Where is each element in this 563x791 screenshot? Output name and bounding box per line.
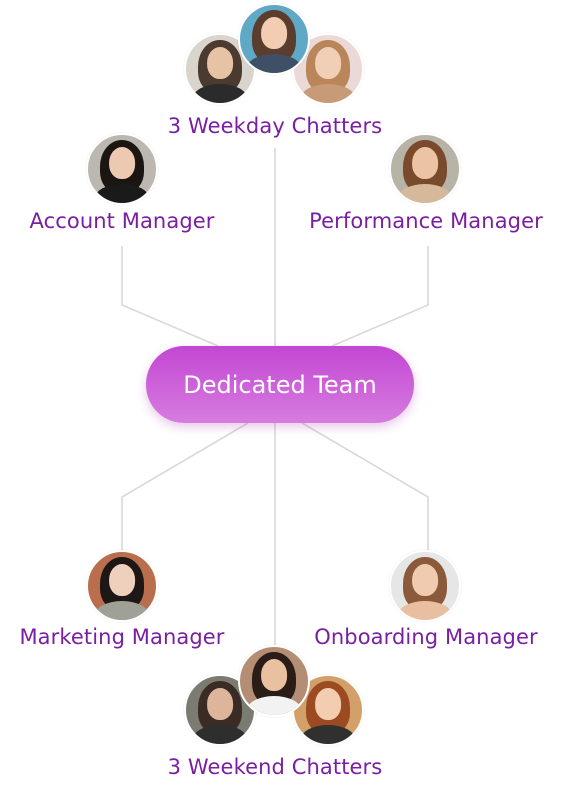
performance-manager-label: Performance Manager bbox=[309, 209, 543, 233]
onboarding-manager-label: Onboarding Manager bbox=[314, 625, 538, 649]
connector-marketing bbox=[121, 422, 249, 550]
marketing-manager-avatar bbox=[86, 550, 158, 622]
onboarding-manager-avatar bbox=[389, 550, 461, 622]
performance-manager-avatar bbox=[389, 133, 461, 205]
weekend-chatters-label: 3 Weekend Chatters bbox=[167, 755, 383, 779]
weekday-chatter-avatar-1 bbox=[184, 33, 256, 105]
connector-performance bbox=[331, 246, 429, 347]
weekday-chatter-avatar-2 bbox=[238, 3, 310, 75]
marketing-manager-label: Marketing Manager bbox=[19, 625, 225, 649]
connector-onboarding bbox=[301, 422, 429, 550]
dedicated-team-node: Dedicated Team bbox=[146, 346, 414, 423]
account-manager-label: Account Manager bbox=[29, 209, 215, 233]
weekday-chatters-label: 3 Weekday Chatters bbox=[167, 114, 383, 138]
account-manager-avatar bbox=[86, 133, 158, 205]
weekend-chatter-avatar-2 bbox=[238, 645, 310, 717]
connector-account bbox=[121, 246, 219, 347]
